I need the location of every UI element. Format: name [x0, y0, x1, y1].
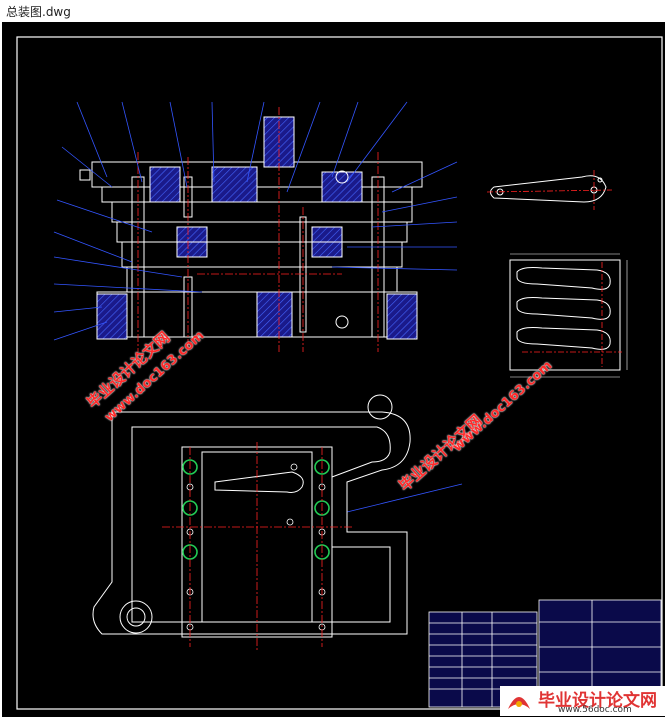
logo-site: www.56doc.com — [558, 705, 632, 715]
logo-name: 毕业设计论文网 — [538, 691, 657, 711]
cad-drawing — [16, 36, 663, 710]
logo-emblem-icon — [508, 697, 530, 709]
plan-view — [92, 394, 411, 638]
fastener-holes — [182, 459, 330, 560]
drawing-border — [16, 36, 663, 710]
dimension-lines — [510, 253, 628, 378]
strip-layout-view — [509, 259, 621, 371]
section-centerlines — [137, 107, 379, 352]
part-detail-view — [490, 175, 607, 203]
assembly-section-view — [79, 116, 423, 340]
leader-lines — [53, 101, 463, 513]
window-title: 总装图.dwg — [6, 5, 71, 19]
window-title-bar: 总装图.dwg — [0, 0, 667, 22]
drawing-viewport[interactable]: 毕业设计论文网 www.doc163.com 毕业设计论文网 www.doc16… — [2, 22, 665, 717]
brand-logo: 毕业设计论文网 www.56doc.com — [500, 686, 665, 716]
